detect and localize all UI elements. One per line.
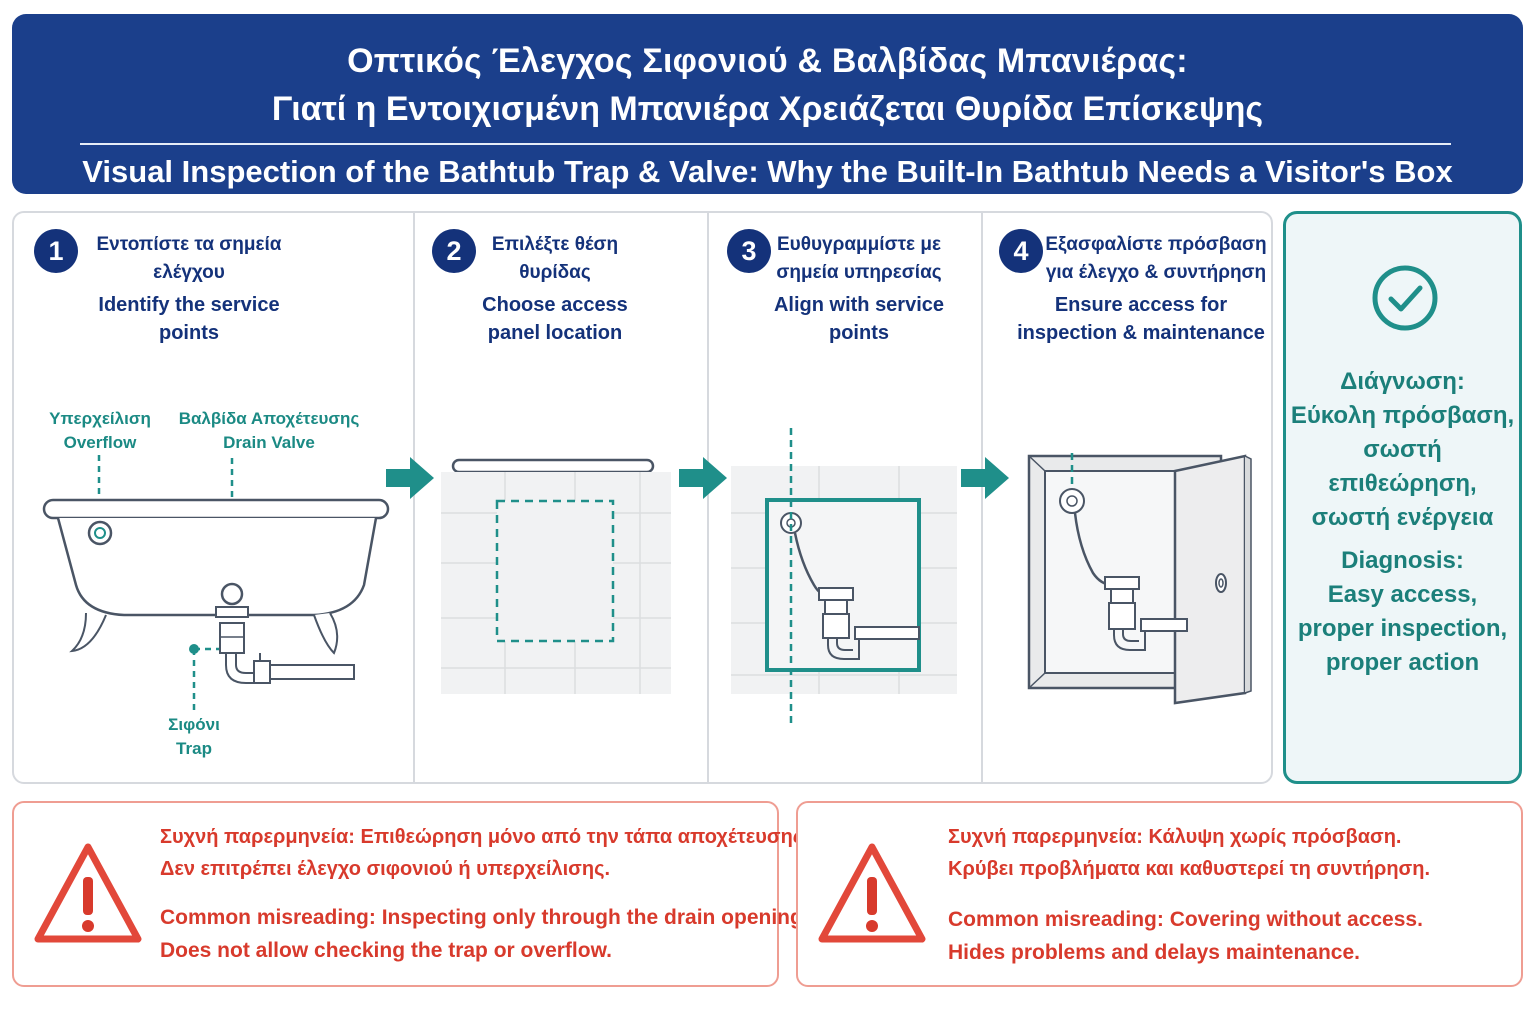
step-4-english-line1: Ensure access for <box>1054 294 1228 316</box>
step-2-english-line2: panel location <box>487 322 623 344</box>
step-3-greek-line1: Ευθυγραμμίστε με <box>776 234 941 255</box>
step-4-greek-line1: Εξασφαλίστε πρόσβαση <box>1045 234 1267 255</box>
warning-1-english: Common misreading: Inspecting only throu… <box>160 906 809 962</box>
title-greek-line2: Γιατί η Εντοιχισμένη Μπανιέρα Χρειάζεται… <box>271 90 1264 128</box>
step-number-badge: 3 <box>727 229 771 273</box>
step-divider <box>981 213 983 782</box>
warning-triangle-icon <box>818 843 926 943</box>
step-number-badge: 4 <box>999 229 1043 273</box>
warning-2-english: Common misreading: Covering without acce… <box>948 908 1423 964</box>
warning-box-2: Συχνή παρερμηνεία: Κάλυψη χωρίς πρόσβαση… <box>796 801 1523 987</box>
step-2: 2 Επιλέξτε θέση θυρίδας Choose access pa… <box>415 213 707 782</box>
trap-label: Σιφόνι Trap <box>168 715 220 758</box>
step-4-english-line2: inspection & maintenance <box>1017 322 1265 344</box>
check-circle-icon <box>1372 265 1438 331</box>
warning-1-greek: Συχνή παρερμηνεία: Επιθεώρηση μόνο από τ… <box>160 826 809 880</box>
right-arrow-icon <box>961 457 1009 499</box>
step-divider <box>413 213 415 782</box>
step-2-greek-line2: θυρίδας <box>519 262 591 283</box>
right-arrow-icon <box>386 457 434 499</box>
header-banner: Οπτικός Έλεγχος Σιφονιού & Βαλβίδας Μπαν… <box>12 14 1523 194</box>
wall-panel-illustration <box>441 458 671 694</box>
step-2-text: Επιλέξτε θέση θυρίδας Choose access pane… <box>465 231 645 347</box>
step-3-english-line1: Align with service <box>773 294 945 316</box>
step-1-greek-line2: ελέγχου <box>153 262 225 283</box>
steps-panel: 1 Εντοπίστε τα σημεία ελέγχου Identify t… <box>12 211 1273 784</box>
header-divider <box>80 143 1451 145</box>
step-3: 3 Ευθυγραμμίστε με σημεία υπηρεσίας Alig… <box>709 213 981 782</box>
warning-2-greek: Συχνή παρερμηνεία: Κάλυψη χωρίς πρόσβαση… <box>948 826 1431 880</box>
title-greek-line1: Οπτικός Έλεγχος Σιφονιού & Βαλβίδας Μπαν… <box>347 42 1188 80</box>
step-3-english-line2: points <box>829 322 889 344</box>
drain-valve-label: Βαλβίδα Αποχέτευσης Drain Valve <box>178 409 360 452</box>
step-4: 4 Εξασφαλίστε πρόσβαση για έλεγχο & συντ… <box>983 213 1271 782</box>
step-divider <box>707 213 709 782</box>
diagnosis-panel: Διάγνωση: Εύκολη πρόσβαση, σωστή επιθεώρ… <box>1283 211 1522 784</box>
step-4-text: Εξασφαλίστε πρόσβαση για έλεγχο & συντήρ… <box>1013 231 1269 347</box>
step-number-badge: 2 <box>432 229 476 273</box>
step-1-english-line2: points <box>159 322 219 344</box>
step-1-greek-line1: Εντοπίστε τα σημεία <box>96 234 282 255</box>
step-number-badge: 1 <box>34 229 78 273</box>
diagnosis-greek: Διάγνωση: Εύκολη πρόσβαση, σωστή επιθεώρ… <box>1290 368 1515 531</box>
diagnosis-english: Diagnosis: Easy access, proper inspectio… <box>1297 547 1508 676</box>
warning-box-1: Συχνή παρερμηνεία: Επιθεώρηση μόνο από τ… <box>12 801 809 987</box>
warning-triangle-icon <box>34 843 142 943</box>
step-2-english-line1: Choose access <box>482 294 628 316</box>
right-arrow-icon <box>679 457 727 499</box>
step-3-greek-line2: σημεία υπηρεσίας <box>776 262 942 283</box>
step-1-english-line1: Identify the service <box>98 294 280 316</box>
aligned-panel-illustration <box>731 428 957 725</box>
step-2-greek-line1: Επιλέξτε θέση <box>491 234 619 255</box>
step-1-text: Εντοπίστε τα σημεία ελέγχου Identify the… <box>84 231 294 347</box>
bathtub-illustration <box>42 455 390 713</box>
overflow-label: Υπερχείλιση Overflow <box>49 409 151 452</box>
step-1: 1 Εντοπίστε τα σημεία ελέγχου Identify t… <box>14 213 413 782</box>
step-4-greek-line2: για έλεγχο & συντήρηση <box>1045 262 1267 283</box>
title-english: Visual Inspection of the Bathtub Trap & … <box>82 154 1453 189</box>
step-3-text: Ευθυγραμμίστε με σημεία υπηρεσίας Align … <box>769 231 949 347</box>
open-access-door-illustration <box>1027 453 1252 705</box>
